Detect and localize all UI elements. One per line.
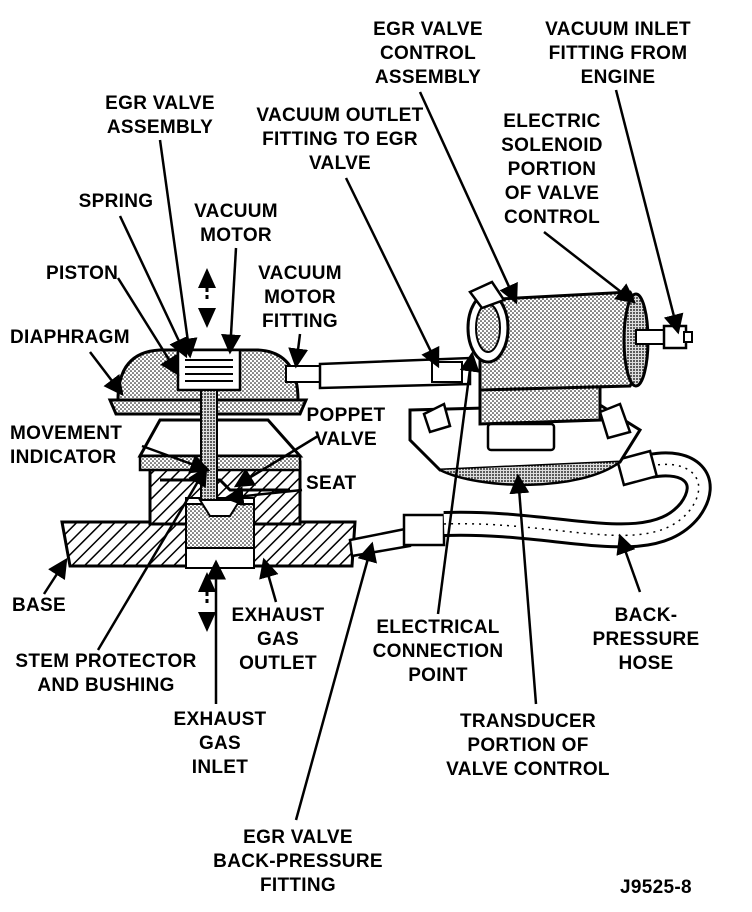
- label-base: BASE: [12, 595, 66, 616]
- back-pressure-tube: [348, 513, 446, 558]
- leader-stem-protector: [96, 465, 208, 651]
- leader-diaphragm: [89, 351, 124, 396]
- leader-egr-valve-assembly: [158, 139, 198, 359]
- back-pressure-hose: [443, 449, 712, 549]
- leader-spring: [118, 215, 188, 359]
- leader-back-pressure-fitting: [294, 541, 377, 821]
- leader-poppet-valve: [233, 434, 319, 488]
- leader-transducer: [509, 473, 538, 705]
- vacuum-tube: [318, 356, 472, 390]
- label-seat: SEAT: [306, 473, 357, 494]
- leader-vacuum-outlet-fitting: [344, 177, 440, 369]
- figure-id: J9525-8: [620, 877, 692, 898]
- egr-valve-cone-housing: [137, 418, 304, 472]
- leader-vacuum-inlet: [614, 89, 684, 335]
- leader-base: [42, 557, 68, 595]
- leader-vacuum-motor: [221, 247, 241, 355]
- leader-back-pressure-hose: [616, 533, 642, 593]
- leader-electrical-connection: [436, 351, 480, 615]
- leader-seat: [223, 486, 303, 507]
- leader-vacuum-motor-fitting: [288, 333, 309, 369]
- leader-lines: [42, 89, 684, 821]
- label-spring: SPRING: [78, 191, 154, 212]
- label-piston: PISTON: [46, 263, 119, 284]
- leader-control-assembly: [418, 91, 518, 305]
- label-diaphragm: DIAPHRAGM: [10, 327, 130, 348]
- leader-solenoid: [543, 231, 636, 304]
- movement-arrow-up: [198, 268, 216, 328]
- movement-arrow-down: [198, 572, 216, 632]
- solenoid-body: [466, 280, 693, 392]
- leader-piston: [116, 277, 180, 377]
- egr-valve-base: [60, 460, 357, 569]
- leader-exhaust-gas-outlet: [259, 557, 279, 603]
